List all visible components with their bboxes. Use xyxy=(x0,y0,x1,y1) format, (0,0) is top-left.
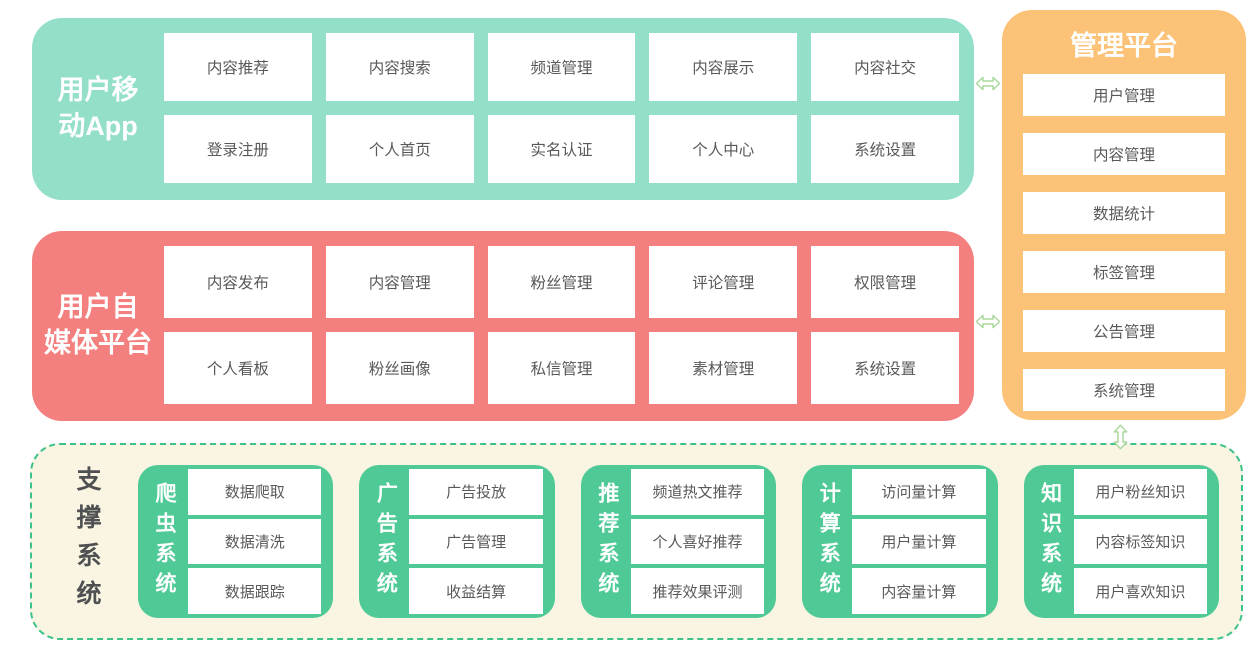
mobile-app-panel: 用户移 动App 内容推荐 内容搜索 频道管理 内容展示 内容社交 登录注册 个… xyxy=(32,18,974,200)
module-cell: 内容标签知识 xyxy=(1073,518,1208,565)
admin-platform-title: 管理平台 xyxy=(1070,31,1178,61)
module-cell: 个人首页 xyxy=(325,115,474,183)
subsystem-compute: 计算系统 访问量计算 用户量计算 内容量计算 xyxy=(802,465,998,618)
module-cell: 收益结算 xyxy=(409,568,543,615)
module-cell: 登录注册 xyxy=(164,115,312,183)
subsystem-row: 爬虫系统 数据爬取 数据清洗 数据跟踪 广告系统 广告投放 广告管理 收益结算 … xyxy=(138,465,1220,618)
module-cell: 数据统计 xyxy=(1023,192,1225,234)
module-cell: 频道热文推荐 xyxy=(630,469,765,515)
subsystem-title: 广告系统 xyxy=(374,481,398,602)
module-cell: 标签管理 xyxy=(1023,251,1225,293)
module-cell: 数据跟踪 xyxy=(188,568,322,615)
admin-platform-panel: 管理平台 用户管理 内容管理 数据统计 标签管理 公告管理 系统管理 xyxy=(1002,10,1246,420)
media-platform-panel: 用户自 媒体平台 内容发布 内容管理 粉丝管理 评论管理 权限管理 个人看板 粉… xyxy=(32,231,974,421)
module-cell: 推荐效果评测 xyxy=(630,568,765,615)
module-cell: 用户量计算 xyxy=(852,518,986,565)
module-cell: 内容社交 xyxy=(811,33,959,101)
subsystem-cells: 广告投放 广告管理 收益结算 xyxy=(409,469,543,615)
module-cell: 私信管理 xyxy=(487,332,636,404)
subsystem-cells: 数据爬取 数据清洗 数据跟踪 xyxy=(188,469,322,615)
module-cell: 内容量计算 xyxy=(852,568,986,615)
mobile-app-cells: 内容推荐 内容搜索 频道管理 内容展示 内容社交 登录注册 个人首页 实名认证 … xyxy=(164,18,974,200)
module-cell: 系统管理 xyxy=(1023,369,1225,411)
subsystem-title: 推荐系统 xyxy=(595,481,619,602)
double-arrow-vertical-icon xyxy=(1111,423,1130,451)
module-cell: 粉丝管理 xyxy=(487,246,636,318)
admin-platform-cells: 用户管理 内容管理 数据统计 标签管理 公告管理 系统管理 xyxy=(1023,74,1225,411)
module-cell: 个人喜好推荐 xyxy=(630,518,765,565)
subsystem-crawler: 爬虫系统 数据爬取 数据清洗 数据跟踪 xyxy=(138,465,334,618)
module-cell: 内容发布 xyxy=(164,246,312,318)
module-cell: 广告管理 xyxy=(409,518,543,565)
mobile-app-title-line1: 用户移 xyxy=(57,75,139,106)
support-system-title: 支撑系统 xyxy=(73,465,101,618)
double-arrow-horizontal-icon xyxy=(975,312,1001,331)
module-cell: 评论管理 xyxy=(649,246,798,318)
media-platform-title-line2: 媒体平台 xyxy=(44,328,152,358)
support-system-panel: 支撑系统 爬虫系统 数据爬取 数据清洗 数据跟踪 广告系统 广告投放 广告管理 … xyxy=(30,443,1243,640)
subsystem-recommend: 推荐系统 频道热文推荐 个人喜好推荐 推荐效果评测 xyxy=(580,465,777,618)
subsystem-knowledge: 知识系统 用户粉丝知识 内容标签知识 用户喜欢知识 xyxy=(1023,465,1220,618)
subsystem-title: 爬虫系统 xyxy=(153,481,176,602)
media-platform-title: 用户自 媒体平台 xyxy=(32,231,164,421)
double-arrow-horizontal-icon xyxy=(975,74,1001,93)
module-cell: 内容搜索 xyxy=(325,33,474,101)
module-cell: 系统设置 xyxy=(811,115,959,183)
mobile-app-title: 用户移 动App xyxy=(32,18,164,200)
module-cell: 访问量计算 xyxy=(852,469,986,515)
module-cell: 广告投放 xyxy=(409,469,543,515)
module-cell: 实名认证 xyxy=(487,115,636,183)
subsystem-cells: 访问量计算 用户量计算 内容量计算 xyxy=(852,469,986,615)
module-cell: 内容管理 xyxy=(1023,133,1225,175)
module-cell: 频道管理 xyxy=(487,33,636,101)
subsystem-cells: 用户粉丝知识 内容标签知识 用户喜欢知识 xyxy=(1073,469,1208,615)
module-cell: 内容展示 xyxy=(649,33,798,101)
media-platform-cells: 内容发布 内容管理 粉丝管理 评论管理 权限管理 个人看板 粉丝画像 私信管理 … xyxy=(164,231,974,421)
subsystem-cells: 频道热文推荐 个人喜好推荐 推荐效果评测 xyxy=(630,469,765,615)
module-cell: 用户粉丝知识 xyxy=(1073,469,1208,515)
module-cell: 权限管理 xyxy=(811,246,959,318)
module-cell: 素材管理 xyxy=(649,332,798,404)
media-platform-title-line1: 用户自 xyxy=(57,292,139,323)
module-cell: 数据爬取 xyxy=(188,469,322,515)
subsystem-title: 知识系统 xyxy=(1038,481,1062,602)
module-cell: 公告管理 xyxy=(1023,310,1225,352)
module-cell: 数据清洗 xyxy=(188,518,322,565)
module-cell: 个人看板 xyxy=(164,332,312,404)
subsystem-title: 计算系统 xyxy=(817,481,841,602)
module-cell: 用户喜欢知识 xyxy=(1073,568,1208,615)
module-cell: 用户管理 xyxy=(1023,74,1225,116)
subsystem-ads: 广告系统 广告投放 广告管理 收益结算 xyxy=(359,465,555,618)
module-cell: 粉丝画像 xyxy=(325,332,474,404)
module-cell: 系统设置 xyxy=(811,332,959,404)
module-cell: 内容推荐 xyxy=(164,33,312,101)
module-cell: 个人中心 xyxy=(649,115,798,183)
module-cell: 内容管理 xyxy=(325,246,474,318)
mobile-app-title-line2: 动App xyxy=(58,111,138,141)
